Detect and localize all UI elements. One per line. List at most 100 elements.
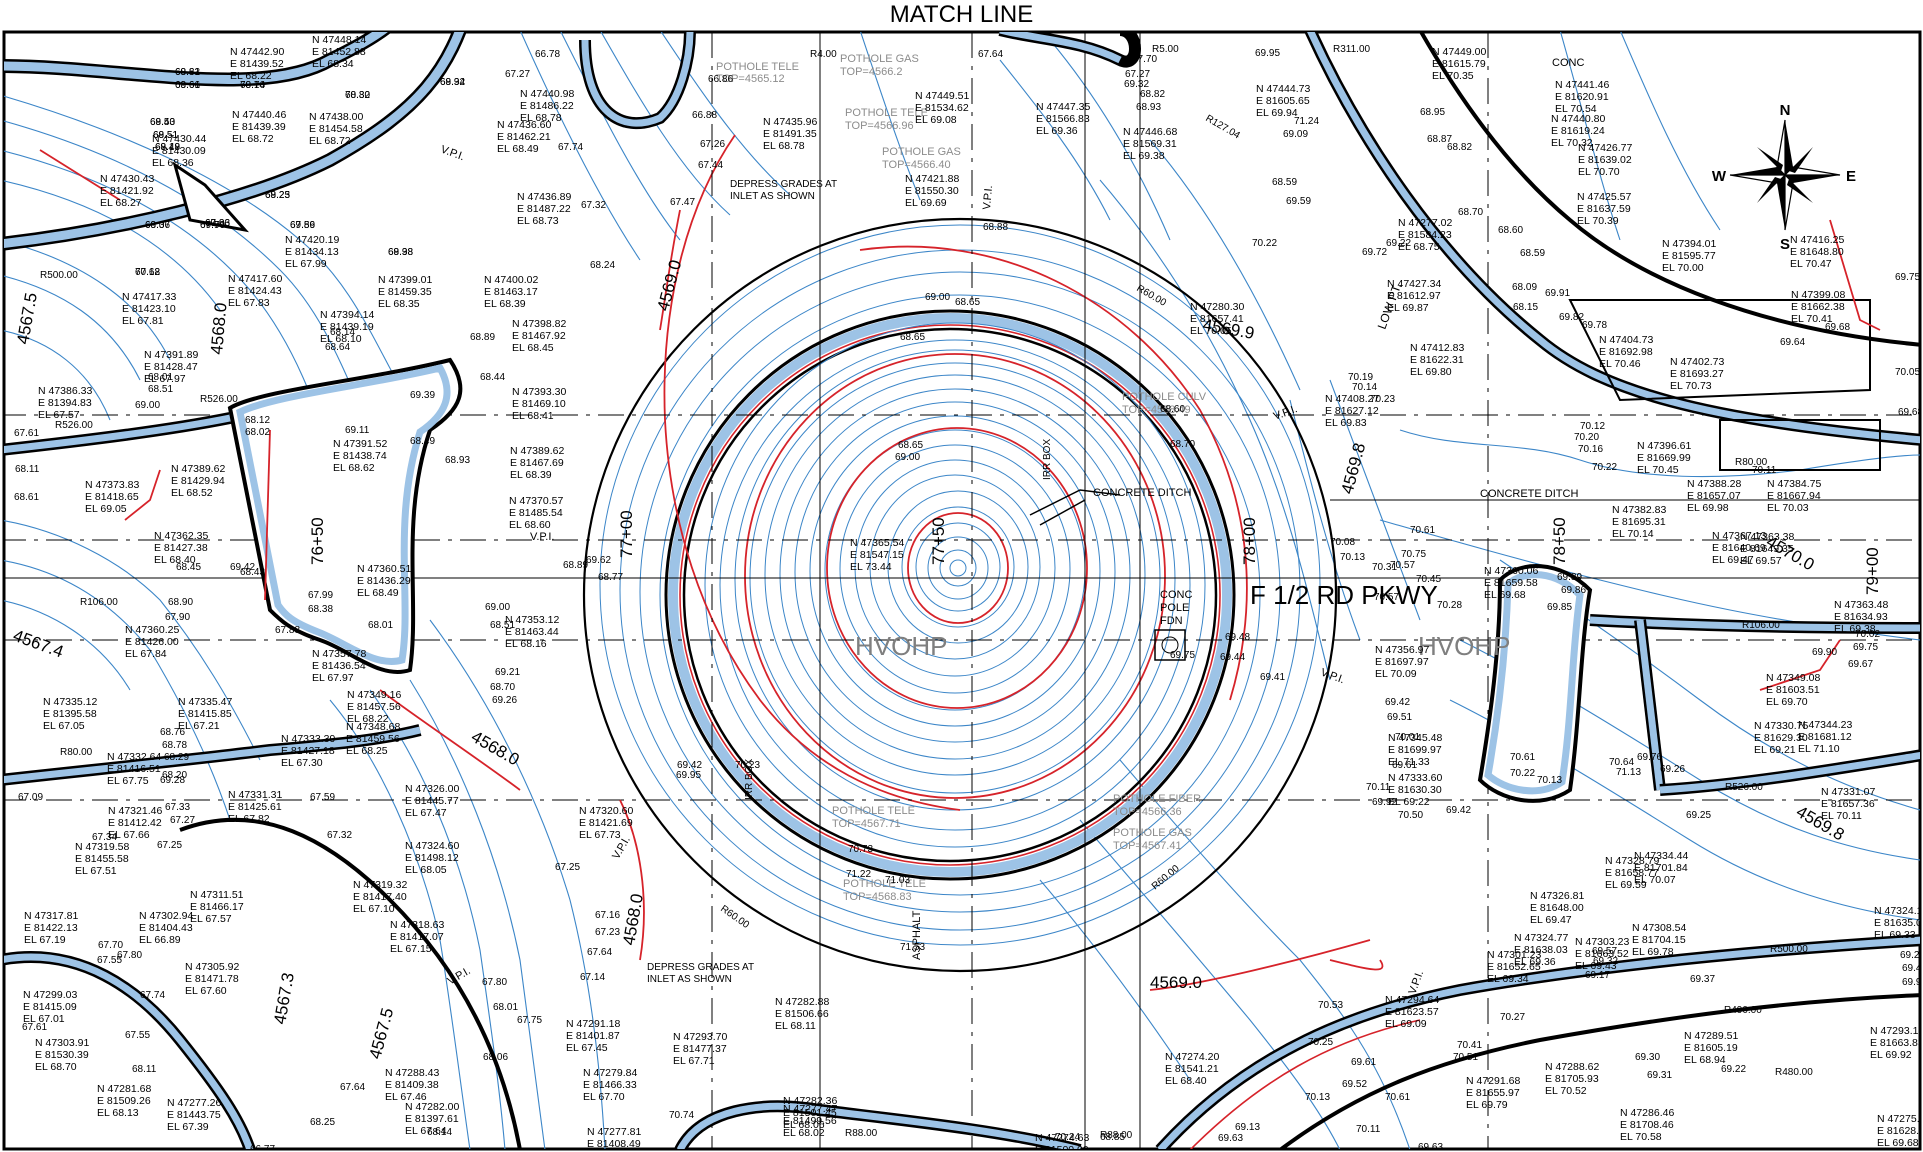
pothole-tele-b2: TOP=4566.96 xyxy=(845,120,914,132)
point-easting: E 81455.58 xyxy=(75,853,129,865)
point-northing: N 47277.02 xyxy=(1398,217,1452,229)
spot-elevation: 69.22 xyxy=(1721,1064,1746,1075)
point-northing: N 47279.84 xyxy=(583,1067,637,1079)
point-easting: E 81438.74 xyxy=(333,450,387,462)
central-island-curb-red xyxy=(679,324,1221,866)
point-elevation: EL 69.05 xyxy=(85,503,127,515)
point-elevation: EL 68.11 xyxy=(775,1020,816,1032)
radius-1: R500.00 xyxy=(40,270,78,281)
spot-elevation: 70.51 xyxy=(1453,1052,1478,1063)
spot-elevation: 68.70 xyxy=(490,682,515,693)
point-easting: E 81412.42 xyxy=(108,817,162,829)
point-easting: E 81615.79 xyxy=(1432,58,1486,70)
spot-elevation: 70.12 xyxy=(1580,421,1605,432)
point-northing: N 47288.62 xyxy=(1545,1061,1599,1073)
spot-elevation: 70.13 xyxy=(1305,1092,1330,1103)
spot-elevation: 70.22 xyxy=(1252,238,1277,249)
point-northing: N 47386.33 xyxy=(38,385,92,397)
spot-elevation: 67.80 xyxy=(117,950,142,961)
spot-elevation: 68.12 xyxy=(245,415,270,426)
spot-elevation: 69.42 xyxy=(1385,697,1410,708)
spot-elevation: 69.26 xyxy=(492,695,517,706)
spot-elevation: 67.70 xyxy=(98,940,123,951)
spot-elevation: 69.52 xyxy=(1342,1079,1367,1090)
spot-elevation: 68.76 xyxy=(160,727,185,738)
point-elevation: EL 67.83 xyxy=(228,297,270,309)
point-northing: N 47360.25 xyxy=(125,624,179,636)
spot-elevation: 70.32 xyxy=(345,90,370,101)
point-easting: E 81501.45 xyxy=(783,1107,837,1119)
point-northing: N 47448.14 xyxy=(312,34,366,46)
spot-elevation: 71.22 xyxy=(846,869,871,880)
hvohp-label-left: HVOHP xyxy=(855,631,947,661)
point-northing: N 47394.01 xyxy=(1662,238,1716,250)
spot-elevation: 66.78 xyxy=(535,49,560,60)
pothole-fiber-2: TOP=4566.36 xyxy=(1113,806,1182,818)
spot-elevation: 70.61 xyxy=(1510,752,1535,763)
spot-elevation: 69.96 xyxy=(200,220,225,231)
point-elevation: EL 70.00 xyxy=(1662,262,1704,274)
point-elevation: EL 73.44 xyxy=(850,561,892,573)
point-northing: N 47353.12 xyxy=(505,614,559,626)
island-contours xyxy=(704,322,1206,848)
point-northing: N 47391.52 xyxy=(333,438,387,450)
spot-elevation: 70.45 xyxy=(1416,574,1441,585)
point-easting: E 81454.58 xyxy=(309,123,363,135)
spot-elevation: 68.01 xyxy=(148,372,173,383)
spot-elevation: 68.44 xyxy=(480,372,505,383)
point-easting: E 81415.85 xyxy=(178,708,232,720)
point-elevation: EL 68.40 xyxy=(1165,1075,1207,1087)
point-elevation: EL 67.10 xyxy=(353,903,395,915)
point-easting: E 81657.07 xyxy=(1687,490,1741,502)
point-northing: N 47291.18 xyxy=(566,1018,620,1030)
point-elevation: EL 67.05 xyxy=(43,720,85,732)
point-northing: N 47420.19 xyxy=(285,234,339,246)
point-elevation: EL 67.15 xyxy=(390,943,432,955)
point-elevation: EL 68.22 xyxy=(230,70,272,82)
point-northing: N 47360.06 xyxy=(1484,565,1538,577)
point-northing: N 47441.46 xyxy=(1555,79,1609,91)
point-elevation: EL 68.75 xyxy=(1398,241,1440,253)
point-easting: E 81404.43 xyxy=(139,922,193,934)
point-easting: E 81394.83 xyxy=(38,397,92,409)
match-line-title: MATCH LINE xyxy=(889,1,1034,28)
compass-north: N xyxy=(1780,102,1791,119)
point-elevation: EL 67.57 xyxy=(190,913,232,925)
point-northing: N 47362.35 xyxy=(154,530,208,542)
point-callout: N 47277.81E 81408.49EL 67.67 xyxy=(587,1126,641,1150)
point-northing: N 47282.00 xyxy=(405,1101,459,1113)
spot-elevation: 67.68 xyxy=(135,267,160,278)
point-easting: E 81659.58 xyxy=(1484,577,1538,589)
point-elevation: EL 68.40 xyxy=(154,554,196,566)
spot-elevation: 69.34 xyxy=(440,77,465,88)
point-elevation: EL 68.36 xyxy=(152,157,194,169)
point-northing: N 47421.88 xyxy=(905,173,959,185)
conc-pole-label-3: FDN xyxy=(1160,615,1183,627)
point-easting: E 81566.83 xyxy=(1036,113,1090,125)
point-northing: N 47442.90 xyxy=(230,46,284,58)
point-easting: E 81408.49 xyxy=(587,1138,641,1150)
point-elevation: EL 69.36 xyxy=(1514,956,1556,968)
spot-elevation: 70.25 xyxy=(1308,1037,1333,1048)
spot-elevation: 70.12 xyxy=(135,267,160,278)
point-northing: N 47321.46 xyxy=(108,805,162,817)
point-elevation: EL 69.69 xyxy=(905,197,947,209)
point-elevation: EL 68.73 xyxy=(517,215,559,227)
spot-elevation: 68.59 xyxy=(1272,177,1297,188)
point-easting: E 81705.93 xyxy=(1545,1073,1599,1085)
spot-elevation: 70.08 xyxy=(1330,537,1355,548)
spot-elevation: 69.41 xyxy=(1260,672,1285,683)
point-northing: N 47326.00 xyxy=(405,783,459,795)
point-northing: N 47348.68 xyxy=(346,721,400,733)
